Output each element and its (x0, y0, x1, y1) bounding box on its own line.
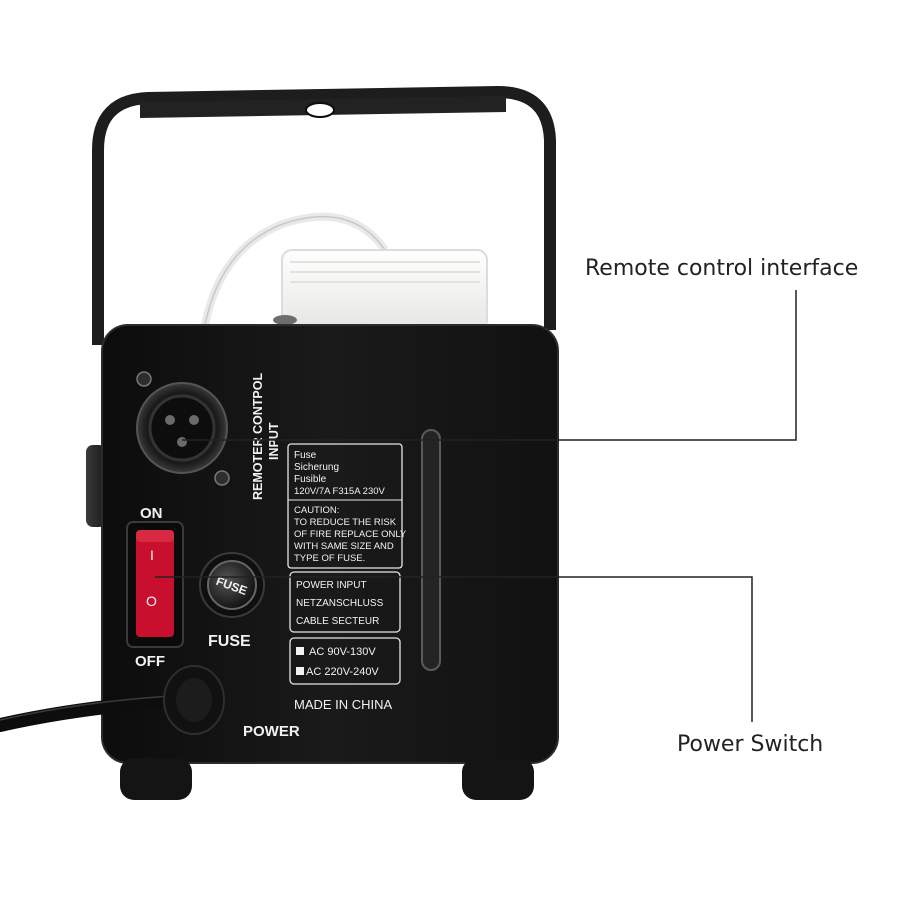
svg-text:AC 90V-130V: AC 90V-130V (309, 646, 376, 658)
power-switch[interactable] (136, 530, 174, 637)
voltage-box: AC 90V-130V AC 220V-240V (289, 637, 401, 685)
made-in-label: MADE IN CHINA (294, 697, 393, 712)
svg-text:WITH SAME SIZE AND: WITH SAME SIZE AND (294, 541, 394, 552)
svg-text:120V/7A F315A 230V: 120V/7A F315A 230V (294, 486, 386, 497)
svg-text:NETZANSCHLUSS: NETZANSCHLUSS (296, 598, 384, 609)
switch-o-mark: O (146, 593, 157, 609)
left-foot (120, 758, 192, 800)
remote-control-callout: Remote control interface (585, 256, 859, 281)
right-foot (462, 758, 534, 800)
level-window (421, 429, 441, 671)
xlr-remote-connector[interactable] (136, 382, 228, 474)
power-label: POWER (243, 723, 300, 740)
voltage-checkbox-2 (296, 667, 304, 675)
svg-text:CAUTION:: CAUTION: (294, 505, 339, 516)
power-input-box: POWER INPUT NETZANSCHLUSS CABLE SECTEUR (289, 571, 401, 633)
power-cord (0, 665, 225, 735)
svg-text:POWER INPUT: POWER INPUT (296, 580, 367, 591)
fuse-info-box: Fuse Sicherung Fusible 120V/7A F315A 230… (287, 443, 407, 569)
fuse-label: FUSE (208, 633, 251, 650)
fluid-tank (281, 249, 488, 331)
callout-lines (155, 290, 797, 722)
svg-text:Fusible: Fusible (294, 474, 327, 485)
svg-text:TYPE OF FUSE.: TYPE OF FUSE. (294, 553, 365, 564)
switch-i-mark: I (150, 547, 154, 563)
svg-text:Fuse: Fuse (294, 450, 317, 461)
svg-text:OF FIRE REPLACE ONLY: OF FIRE REPLACE ONLY (294, 529, 407, 540)
svg-text:AC 220V-240V: AC 220V-240V (306, 666, 379, 678)
switch-on-label: ON (140, 505, 163, 522)
svg-text:INPUT: INPUT (267, 422, 281, 460)
xlr-screw-bottom (214, 470, 230, 486)
power-switch-callout-line (155, 576, 753, 722)
handle-hole (305, 102, 335, 118)
svg-text:TO REDUCE THE RISK: TO REDUCE THE RISK (294, 517, 397, 528)
svg-text:REMOTER CONTPOL: REMOTER CONTPOL (251, 373, 265, 500)
xlr-screw-top (136, 371, 152, 387)
power-switch-callout: Power Switch (677, 732, 824, 757)
svg-text:CABLE SECTEUR: CABLE SECTEUR (296, 616, 379, 627)
top-screw (273, 315, 297, 325)
svg-text:Sicherung: Sicherung (294, 462, 339, 473)
voltage-checkbox-1 (296, 647, 304, 655)
fuse-holder[interactable]: FUSE (199, 552, 265, 618)
remote-callout-line (182, 290, 797, 441)
switch-off-label: OFF (135, 653, 165, 670)
remote-input-label: REMOTER CONTPOL INPUT (251, 373, 281, 500)
handle-bracket (92, 85, 556, 345)
